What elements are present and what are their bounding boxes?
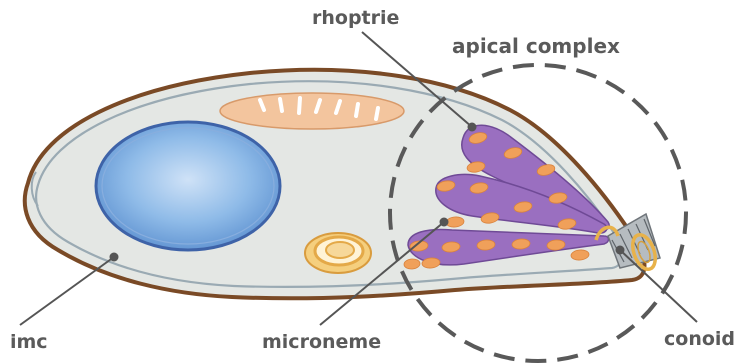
leader-dot-rhoptrie bbox=[468, 123, 477, 132]
label-conoid: conoid bbox=[664, 330, 735, 349]
label-apical-complex: apical complex bbox=[452, 36, 620, 56]
leader-dot-conoid bbox=[616, 246, 625, 255]
organelle-ring-inner bbox=[326, 242, 354, 258]
label-imc: imc bbox=[10, 333, 48, 352]
leader-dot-imc bbox=[110, 253, 119, 262]
label-rhoptrie: rhoptrie bbox=[312, 9, 399, 28]
nucleus bbox=[96, 122, 280, 250]
leader-line-imc bbox=[20, 257, 114, 325]
leader-line-conoid bbox=[620, 250, 697, 322]
label-microneme: microneme bbox=[262, 333, 381, 352]
leader-dot-microneme bbox=[440, 218, 449, 227]
